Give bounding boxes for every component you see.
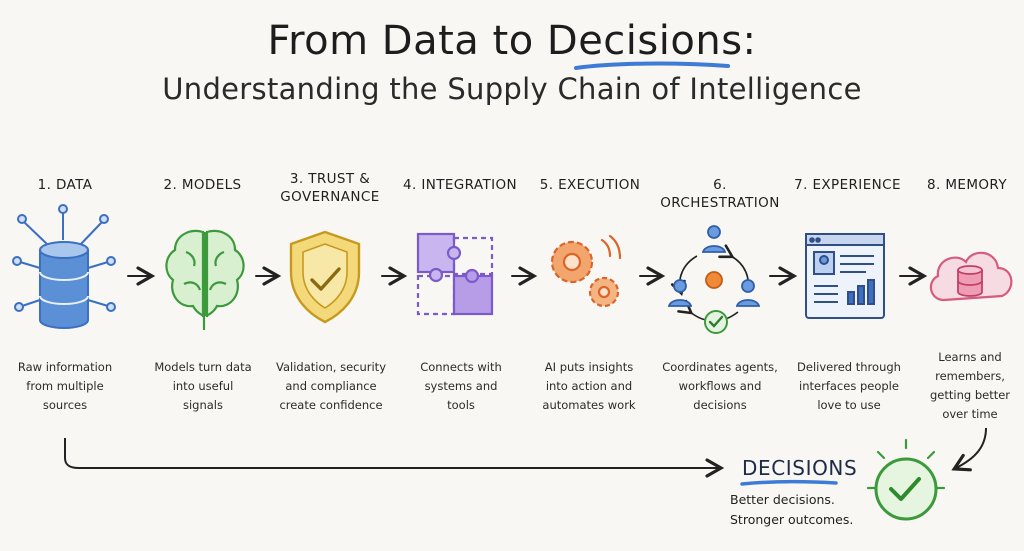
desc-line: over time xyxy=(942,407,998,421)
desc-line: Learns and xyxy=(938,350,1002,364)
puzzle-icon xyxy=(416,232,494,316)
shield-check-icon xyxy=(289,230,361,324)
desc-line: AI puts insights xyxy=(544,360,634,374)
cloud-database-icon xyxy=(929,251,1013,302)
decisions-flow-arrow xyxy=(64,438,725,478)
desc-line: tools xyxy=(447,398,475,412)
orchestration-icon xyxy=(667,225,761,334)
desc-line: systems and xyxy=(424,379,498,393)
dashboard-icon xyxy=(805,233,885,319)
decisions-text: Better decisions. Stronger outcomes. xyxy=(730,490,853,530)
desc-line: love to use xyxy=(817,398,881,412)
desc-line: sources xyxy=(42,398,88,412)
desc-line: getting better xyxy=(929,388,1011,402)
desc-line: signals xyxy=(182,398,223,412)
desc-line: into action and xyxy=(545,379,633,393)
step-label-orchestration: 6. Orchestration xyxy=(660,177,780,211)
step-label-trust-governance: 3. Trust & Governance xyxy=(265,170,395,206)
decisions-text-line: Better decisions. xyxy=(730,492,835,507)
step-label-memory: 8. Memory xyxy=(927,177,1007,193)
step-desc-experience: Delivered through interfaces people love… xyxy=(784,358,914,415)
desc-line: Validation, security xyxy=(275,360,386,374)
desc-line: automates work xyxy=(542,398,636,412)
desc-line: into useful xyxy=(172,379,234,393)
step-label-trust-line1: 3. Trust & xyxy=(289,171,371,187)
step-label-data: 1. Data xyxy=(37,177,93,193)
step-desc-execution: AI puts insights into action and automat… xyxy=(522,358,656,415)
step-label-execution: 5. Execution xyxy=(539,177,641,193)
step-label-models: 2. Models xyxy=(163,177,242,193)
desc-line: interfaces people xyxy=(799,379,899,393)
page-title: From Data to Decisions: xyxy=(267,18,757,64)
step-desc-integration: Connects with systems and tools xyxy=(396,358,526,415)
step-desc-orchestration: Coordinates agents, workflows and decisi… xyxy=(652,358,788,415)
desc-line: from multiple xyxy=(26,379,104,393)
step-desc-data: Raw information from multiple sources xyxy=(0,358,130,415)
brain-icon xyxy=(165,229,245,330)
decisions-title: Decisions xyxy=(742,456,858,480)
database-icon xyxy=(12,204,116,329)
desc-line: Models turn data xyxy=(154,360,252,374)
desc-line: Coordinates agents, xyxy=(662,360,778,374)
desc-line: decisions xyxy=(693,398,747,412)
title-underline xyxy=(574,61,730,70)
desc-line: Delivered through xyxy=(797,360,901,374)
desc-line: workflows and xyxy=(678,379,762,393)
page-subtitle: Understanding the Supply Chain of Intell… xyxy=(162,72,862,106)
decisions-text-line: Stronger outcomes. xyxy=(730,512,854,527)
gears-icon xyxy=(550,234,622,308)
step-desc-models: Models turn data into useful signals xyxy=(138,358,268,415)
decisions-underline xyxy=(740,479,838,486)
step-label-experience: 7. Experience xyxy=(794,177,901,193)
check-circle-icon xyxy=(866,438,946,521)
step-desc-trust: Validation, security and compliance crea… xyxy=(264,358,398,415)
desc-line: Connects with xyxy=(420,360,502,374)
desc-line: and compliance xyxy=(285,379,377,393)
step-label-trust-line2: Governance xyxy=(280,189,380,205)
desc-line: create confidence xyxy=(279,398,383,412)
memory-to-decisions-arrow xyxy=(951,427,987,472)
desc-line: remembers, xyxy=(935,369,1005,383)
desc-line: Raw information xyxy=(17,360,113,374)
step-label-integration: 4. Integration xyxy=(402,177,518,193)
step-desc-memory: Learns and remembers, getting better ove… xyxy=(916,348,1024,424)
